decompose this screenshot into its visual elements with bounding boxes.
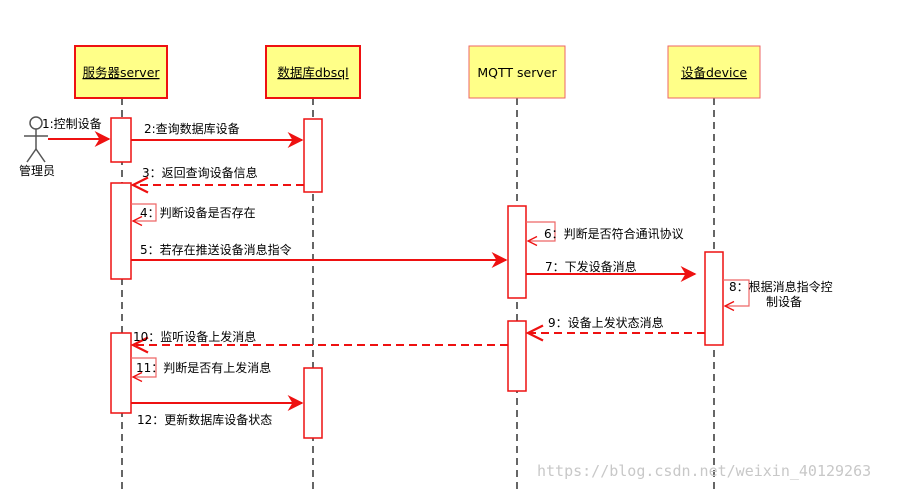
message-label: 8：根据消息指令控 制设备 bbox=[729, 279, 836, 309]
message-5: 5：若存在推送设备消息指令 bbox=[131, 242, 508, 268]
activation-server-1 bbox=[110, 117, 132, 163]
message-label: 4：判断设备是否存在 bbox=[140, 205, 256, 220]
message-label: 6：判断是否符合通讯协议 bbox=[544, 226, 684, 241]
message-12: 12：更新数据库设备状态 bbox=[131, 395, 304, 427]
message-9: 9：设备上发状态消息 bbox=[528, 315, 705, 333]
participant-device[interactable]: 设备device bbox=[667, 45, 761, 99]
participant-label: MQTT server bbox=[477, 65, 557, 80]
message-1: 1:控制设备 bbox=[42, 117, 111, 147]
message-label: 2:查询数据库设备 bbox=[144, 121, 240, 136]
message-6: 6：判断是否符合通讯协议 bbox=[526, 221, 684, 241]
activation-device-1 bbox=[704, 251, 724, 346]
message-label: 11：判断是否有上发消息 bbox=[136, 360, 271, 375]
activation-db-2 bbox=[303, 367, 323, 439]
message-label: 7：下发设备消息 bbox=[545, 259, 637, 274]
participant-server[interactable]: 服务器server bbox=[74, 45, 168, 99]
message-label: 9：设备上发状态消息 bbox=[548, 315, 664, 330]
participant-label: 设备device bbox=[681, 65, 747, 80]
participant-db[interactable]: 数据库dbsql bbox=[265, 45, 361, 99]
participant-mqtt[interactable]: MQTT server bbox=[468, 45, 566, 99]
message-label: 12：更新数据库设备状态 bbox=[137, 412, 272, 427]
activation-db-1 bbox=[303, 118, 323, 193]
participant-label: 数据库dbsql bbox=[277, 65, 348, 80]
message-3: 3：返回查询设备信息 bbox=[133, 165, 304, 185]
activation-server-2 bbox=[110, 182, 132, 280]
message-label: 3：返回查询设备信息 bbox=[142, 165, 258, 180]
stick-figure-icon bbox=[24, 116, 48, 163]
message-4: 4：判断设备是否存在 bbox=[131, 203, 256, 221]
message-8: 8：根据消息指令控 制设备 bbox=[723, 279, 836, 309]
activation-server-3 bbox=[110, 332, 132, 414]
activation-mqtt-2 bbox=[507, 320, 527, 392]
message-10: 10：监听设备上发消息 bbox=[133, 329, 508, 345]
message-7: 7：下发设备消息 bbox=[526, 259, 697, 282]
actor-label: 管理员 bbox=[19, 163, 55, 178]
message-label: 10：监听设备上发消息 bbox=[133, 329, 256, 344]
watermark-text: https://blog.csdn.net/weixin_40129263 bbox=[537, 462, 871, 480]
participant-label: 服务器server bbox=[82, 65, 160, 80]
message-label: 5：若存在推送设备消息指令 bbox=[140, 242, 292, 257]
message-label: 1:控制设备 bbox=[42, 117, 102, 131]
message-2: 2:查询数据库设备 bbox=[131, 121, 304, 148]
activation-mqtt-1 bbox=[507, 205, 527, 299]
message-11: 11：判断是否有上发消息 bbox=[131, 357, 271, 377]
